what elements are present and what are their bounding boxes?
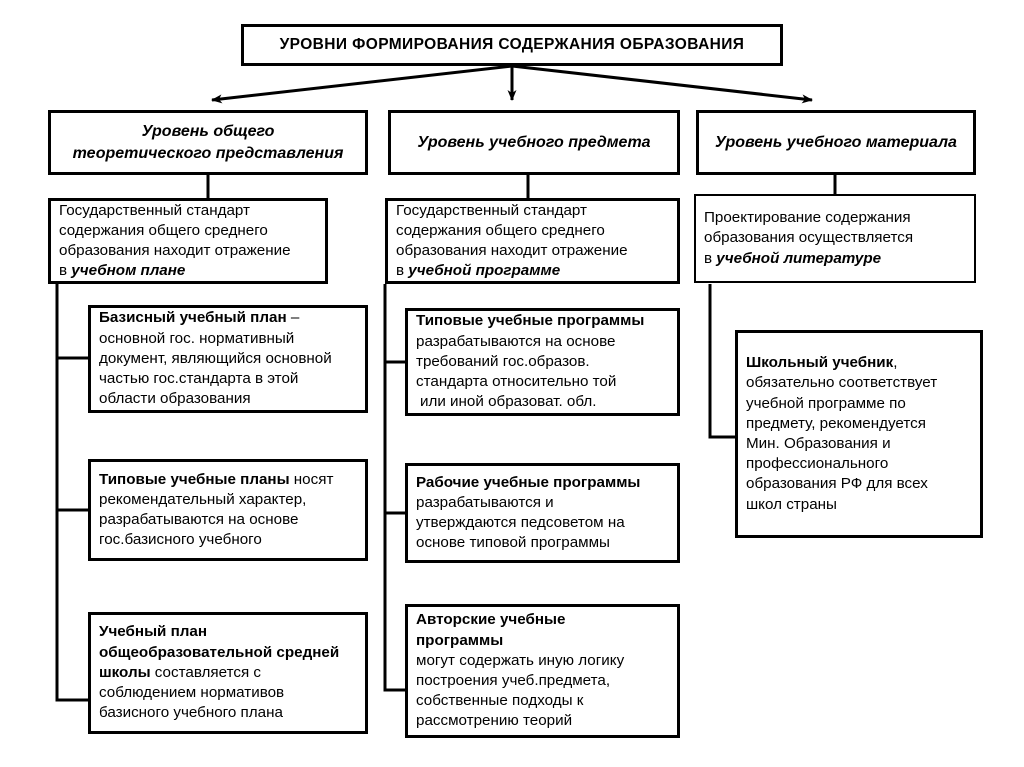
line: или иной образоват. обл.: [420, 393, 597, 411]
box-working-programs: Рабочие учебные программы разрабатываютс…: [405, 463, 680, 563]
term-line-2: программы: [416, 631, 504, 649]
term-line-1: Авторские учебные: [416, 611, 566, 629]
state-standard-program-text: Государственный стандарт содержания обще…: [388, 201, 677, 282]
box-typical-curricula: Типовые учебные планы носят рекомендател…: [88, 459, 368, 561]
box-author-programs: Авторские учебные программы могут содерж…: [405, 604, 680, 738]
term: Базисный учебный план: [99, 309, 287, 327]
line: частью гос.стандарта в этой: [99, 370, 299, 388]
line: содержания общего среднего: [396, 221, 605, 239]
line: программы: [416, 631, 669, 651]
line: Рабочие учебные программы: [416, 473, 669, 493]
term-line-1: Учебный план: [99, 623, 208, 641]
level-header-material: Уровень учебного материала: [696, 110, 976, 175]
author-programs-text: Авторские учебные программы могут содерж…: [408, 610, 677, 731]
line: Авторские учебные: [416, 610, 669, 630]
basic-curriculum-text: Базисный учебный план – основной гос. но…: [91, 308, 365, 409]
school-curriculum-text: Учебный план общеобразовательной средней…: [91, 622, 365, 723]
line: собственные подходы к: [416, 692, 584, 710]
level-3-label: Уровень учебного материала: [715, 133, 957, 151]
line: Типовые учебные планы носят: [99, 470, 334, 488]
line: Мин. Образования и: [746, 435, 891, 452]
term: Типовые учебные программы: [416, 312, 645, 330]
term: Школьный учебник: [746, 354, 894, 372]
line: утверждаются педсоветом на: [416, 514, 625, 531]
line: в учебной программе: [396, 262, 561, 280]
line: Школьный учебник,: [746, 354, 898, 372]
line: профессионального: [746, 455, 889, 473]
line: основе типовой программы: [416, 534, 610, 552]
line: Государственный стандарт: [396, 201, 587, 219]
line: документ, являющийся основной: [99, 349, 332, 367]
typical-programs-text: Типовые учебные программы разрабатываютс…: [408, 311, 677, 412]
typical-curricula-text: Типовые учебные планы носят рекомендател…: [91, 470, 365, 551]
line: учебной программе по: [746, 394, 906, 412]
emphasis: учебной литературе: [716, 249, 882, 267]
line: основной гос. нормативный: [99, 329, 295, 347]
line: образования находит отражение: [59, 242, 291, 259]
term-line-2: общеобразовательной средней: [99, 643, 340, 661]
line: разрабатываются на основе: [416, 332, 616, 350]
box-design-of-content: Проектирование содержания образования ос…: [694, 194, 976, 283]
box-basic-curriculum: Базисный учебный план – основной гос. но…: [88, 305, 368, 413]
line: требований гос.образов.: [416, 352, 590, 370]
line: рассмотрению теорий: [416, 712, 573, 730]
line: стандарта относительно той: [416, 373, 617, 391]
line: разрабатываются и: [416, 493, 554, 511]
line: гос.базисного учебного: [99, 531, 262, 549]
state-standard-plan-text: Государственный стандарт содержания обще…: [51, 201, 325, 282]
level-header-subject: Уровень учебного предмета: [388, 110, 680, 175]
box-state-standard-program: Государственный стандарт содержания обще…: [385, 198, 680, 284]
line: области образования: [99, 390, 251, 408]
line: Проектирование содержания: [704, 209, 911, 227]
term: Типовые учебные планы: [99, 470, 290, 488]
design-of-content-text: Проектирование содержания образования ос…: [696, 208, 974, 269]
box-state-standard-plan: Государственный стандарт содержания обще…: [48, 198, 328, 284]
level-1-line-2: теоретического представления: [72, 144, 344, 162]
line: соблюдением нормативов: [99, 684, 285, 702]
emphasis: учебной программе: [408, 262, 561, 280]
line: общеобразовательной средней: [99, 643, 357, 663]
line: образования находит отражение: [396, 242, 628, 259]
line: образования РФ для всех: [746, 475, 928, 493]
level-1-label: Уровень общего теоретического представле…: [51, 121, 365, 164]
box-typical-programs: Типовые учебные программы разрабатываютс…: [405, 308, 680, 416]
line: Учебный план: [99, 622, 357, 642]
level-header-general-theory: Уровень общего теоретического представле…: [48, 110, 368, 175]
line: обязательно соответствует: [746, 374, 938, 392]
line: школы составляется с: [99, 663, 261, 681]
line: Базисный учебный план –: [99, 309, 300, 327]
school-textbook-text: Школьный учебник, обязательно соответств…: [738, 353, 980, 515]
box-school-textbook: Школьный учебник, обязательно соответств…: [735, 330, 983, 538]
line: предмету, рекомендуется: [746, 414, 926, 432]
working-programs-text: Рабочие учебные программы разрабатываютс…: [408, 473, 677, 554]
term: Рабочие учебные программы: [416, 473, 641, 491]
line: построения учеб.предмета,: [416, 672, 611, 689]
line: базисного учебного плана: [99, 704, 283, 722]
line: в учебной литературе: [704, 249, 882, 267]
line: в учебном плане: [59, 262, 186, 280]
line: содержания общего среднего: [59, 221, 268, 239]
term-line-3: школы: [99, 663, 151, 681]
line: образования осуществляется: [704, 229, 914, 247]
line: школ страны: [746, 495, 837, 513]
line: Государственный стандарт: [59, 201, 250, 219]
box-school-curriculum: Учебный план общеобразовательной средней…: [88, 612, 368, 734]
level-2-label: Уровень учебного предмета: [417, 133, 651, 151]
diagram-title-box: УРОВНИ ФОРМИРОВАНИЯ СОДЕРЖАНИЯ ОБРАЗОВАН…: [241, 24, 783, 66]
line: Типовые учебные программы: [416, 311, 669, 331]
page-title: УРОВНИ ФОРМИРОВАНИЯ СОДЕРЖАНИЯ ОБРАЗОВАН…: [279, 36, 745, 53]
level-1-line-1: Уровень общего: [141, 122, 275, 140]
emphasis: учебном плане: [71, 262, 186, 280]
line: разрабатываются на основе: [99, 511, 299, 528]
line: могут содержать иную логику: [416, 651, 625, 669]
line: рекомендательный характер,: [99, 490, 307, 508]
